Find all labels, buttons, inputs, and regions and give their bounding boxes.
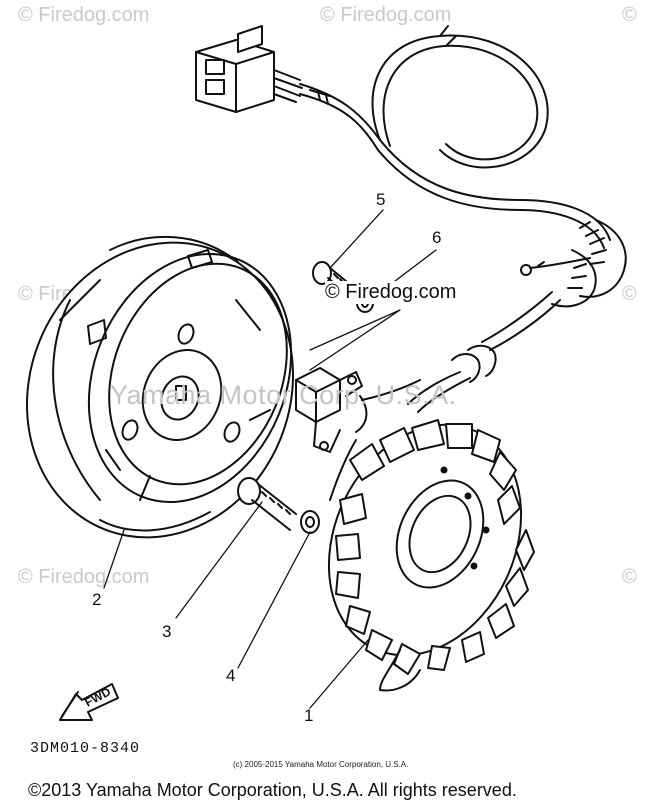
- watermark-mid-right: ©: [622, 283, 637, 305]
- callout-5: 5: [376, 190, 386, 209]
- callout-2: 2: [92, 590, 102, 609]
- wire-connector: [195, 25, 303, 113]
- callout-6: 6: [432, 228, 442, 247]
- screw-5: [312, 261, 353, 295]
- watermark-center: Yamaha Motor Corp. U.S.A.: [110, 380, 457, 410]
- forward-arrow-icon: [59, 683, 119, 721]
- screw-3: [237, 477, 297, 531]
- callout-1: 1: [304, 706, 314, 725]
- watermark-low-right: ©: [622, 566, 637, 588]
- pickup-coil: [295, 367, 368, 453]
- watermark-mid: © Firedog.com: [325, 281, 457, 304]
- flywheel-rotor: [26, 235, 294, 539]
- watermark-top-left: © Firedog.com: [18, 4, 150, 26]
- washer-4: [300, 510, 320, 534]
- small-copyright: (c) 2005-2015 Yamaha Motor Corporation, …: [233, 760, 409, 769]
- drawing-code: 3DM010-8340: [30, 740, 141, 757]
- footer-copyright: ©2013 Yamaha Motor Corporation, U.S.A. A…: [28, 780, 517, 800]
- watermark-top-right: ©: [622, 4, 637, 26]
- callout-3: 3: [162, 622, 172, 641]
- callout-4: 4: [226, 666, 236, 685]
- watermark-low-left: © Firedog.com: [18, 566, 150, 588]
- watermark-top-center: © Firedog.com: [320, 4, 452, 26]
- wire-harness: [299, 25, 627, 413]
- stator-coil: [327, 419, 535, 692]
